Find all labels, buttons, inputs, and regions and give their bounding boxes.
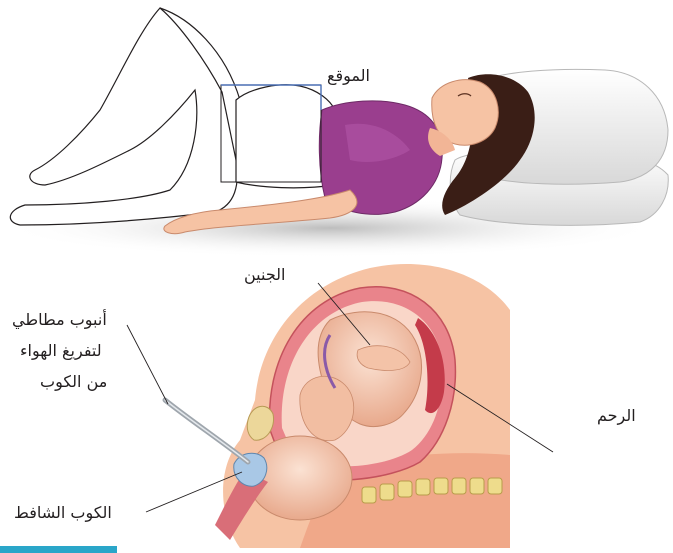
label-tube-line1: أنبوب مطاطي bbox=[12, 309, 107, 330]
label-location: الموقع bbox=[327, 65, 370, 86]
label-uterus: الرحم bbox=[597, 405, 636, 426]
label-fetus: الجنين bbox=[244, 264, 285, 285]
accent-bar bbox=[0, 546, 117, 553]
label-tube-line3: من الكوب bbox=[40, 371, 107, 392]
legs-outline bbox=[10, 8, 237, 225]
label-suction-cup: الكوب الشافط bbox=[14, 502, 112, 523]
rubber-tube-highlight bbox=[165, 400, 248, 462]
label-tube-line2: لتفريغ الهواء bbox=[20, 340, 102, 361]
tube-leader-line bbox=[127, 325, 168, 404]
